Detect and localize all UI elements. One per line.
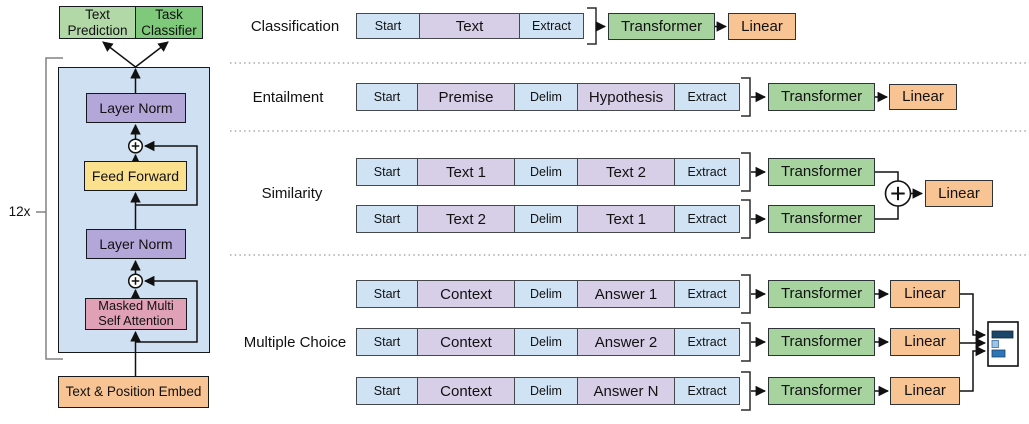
classification-connectors	[587, 7, 728, 45]
token-extract: Extract	[675, 377, 740, 405]
segment-answerN: Answer N	[578, 377, 675, 405]
token-extract: Extract	[675, 83, 740, 111]
similarity-input-sequence-2: Start Text 2 Delim Text 1 Extract	[356, 205, 740, 233]
layer-norm-upper: Layer Norm	[86, 93, 186, 123]
linear-box: Linear	[890, 328, 960, 356]
row-separators	[230, 62, 1029, 256]
transformer-box: Transformer	[768, 280, 875, 308]
extract-bracket	[741, 322, 751, 362]
repeat-count-label: 12x	[8, 204, 31, 219]
token-start: Start	[356, 280, 418, 308]
extract-bracket	[741, 199, 751, 239]
masked-multi-self-attention: Masked Multi Self Attention	[85, 298, 187, 330]
multiple-choice-input-sequence-1: Start Context Delim Answer 1 Extract	[356, 280, 740, 308]
token-extract: Extract	[675, 158, 740, 186]
token-delim: Delim	[515, 205, 578, 233]
token-extract: Extract	[675, 280, 740, 308]
multiple-choice-input-sequence-3: Start Context Delim Answer N Extract	[356, 377, 740, 405]
token-extract: Extract	[675, 205, 740, 233]
architecture-arrows	[102, 41, 198, 376]
text-prediction-head: Text Prediction	[59, 6, 136, 39]
segment-answer1: Answer 1	[578, 280, 675, 308]
answer-chart-icon	[987, 321, 1019, 367]
token-delim: Delim	[515, 328, 578, 356]
segment-premise: Premise	[418, 83, 515, 111]
repeat-bracket	[36, 57, 63, 360]
extract-bracket	[741, 152, 751, 192]
token-extract: Extract	[520, 13, 584, 39]
token-start: Start	[356, 328, 418, 356]
token-start: Start	[356, 83, 418, 111]
token-delim: Delim	[515, 158, 578, 186]
sum-icon	[884, 180, 912, 207]
transformer-box: Transformer	[768, 328, 875, 356]
segment-hypothesis: Hypothesis	[578, 83, 675, 111]
segment-text2: Text 2	[418, 205, 515, 233]
transformer-box: Transformer	[768, 205, 875, 233]
extract-bracket	[587, 7, 597, 45]
feed-forward: Feed Forward	[84, 161, 187, 191]
linear-box: Linear	[890, 280, 960, 308]
segment-text1: Text 1	[418, 158, 515, 186]
linear-box: Linear	[889, 84, 957, 110]
masked-attention-line2: Self Attention	[98, 313, 174, 328]
linear-box: Linear	[890, 377, 960, 405]
token-start: Start	[356, 13, 420, 39]
linear-box: Linear	[728, 13, 796, 40]
task-label-classification: Classification	[250, 18, 340, 35]
extract-bracket	[741, 77, 751, 117]
segment-text1: Text 1	[578, 205, 675, 233]
token-start: Start	[356, 158, 418, 186]
multiple-choice-input-sequence-2: Start Context Delim Answer 2 Extract	[356, 328, 740, 356]
multiple-choice-connectors	[741, 274, 987, 411]
token-start: Start	[356, 205, 418, 233]
layer-norm-lower: Layer Norm	[86, 229, 186, 259]
transformer-box: Transformer	[768, 83, 875, 111]
task-label-similarity: Similarity	[261, 185, 323, 202]
entailment-input-sequence: Start Premise Delim Hypothesis Extract	[356, 83, 740, 111]
extract-bracket	[741, 371, 751, 411]
entailment-connectors	[741, 77, 889, 117]
task-label-entailment: Entailment	[252, 89, 324, 106]
sum-icon	[127, 138, 144, 289]
similarity-input-sequence-1: Start Text 1 Delim Text 2 Extract	[356, 158, 740, 186]
segment-answer2: Answer 2	[578, 328, 675, 356]
token-delim: Delim	[515, 280, 578, 308]
extract-bracket	[741, 274, 751, 314]
text-position-embed: Text & Position Embed	[58, 376, 209, 408]
task-classifier-head: Task Classifier	[135, 6, 203, 39]
transformer-box: Transformer	[608, 13, 715, 40]
segment-context: Context	[418, 280, 515, 308]
similarity-connectors	[741, 152, 924, 239]
classification-input-sequence: Start Text Extract	[356, 13, 584, 39]
segment-context: Context	[418, 328, 515, 356]
segment-text2: Text 2	[578, 158, 675, 186]
token-delim: Delim	[515, 83, 578, 111]
task-label-multiple-choice: Multiple Choice	[243, 334, 347, 351]
transformer-box: Transformer	[768, 377, 875, 405]
linear-box: Linear	[925, 180, 993, 207]
segment-text: Text	[420, 13, 520, 39]
transformer-box: Transformer	[768, 158, 875, 186]
token-start: Start	[356, 377, 418, 405]
segment-context: Context	[418, 377, 515, 405]
token-delim: Delim	[515, 377, 578, 405]
masked-attention-line1: Masked Multi	[98, 298, 174, 314]
token-extract: Extract	[675, 328, 740, 356]
